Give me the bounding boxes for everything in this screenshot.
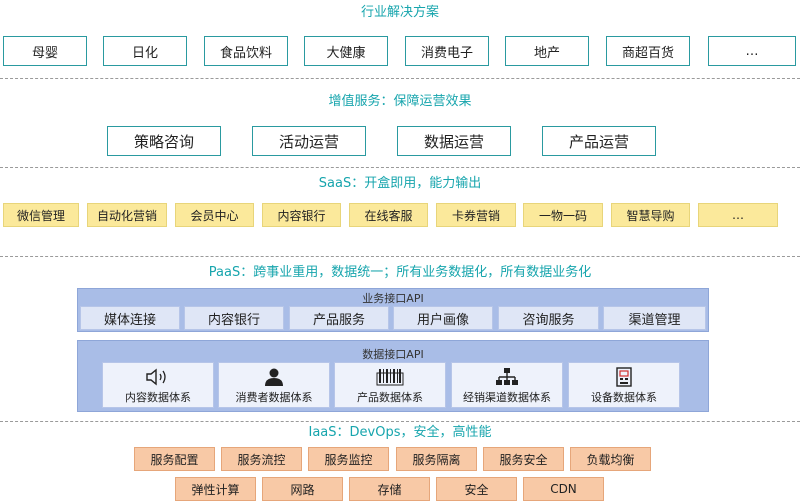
divider [0, 421, 800, 422]
data-system-label: 经销渠道数据体系 [463, 391, 551, 404]
business-api-item: 用户画像 [393, 306, 493, 330]
value-service-item: 活动运营 [252, 126, 366, 156]
data-system-card: 产品数据体系 [334, 362, 446, 408]
industry-item: 母婴 [3, 36, 87, 66]
iaas-item: 网路 [262, 477, 343, 501]
iaas-item: 存储 [349, 477, 430, 501]
data-system-label: 消费者数据体系 [235, 391, 313, 404]
business-api-item: 产品服务 [289, 306, 389, 330]
barcode-icon [335, 367, 445, 387]
industry-item: 地产 [505, 36, 589, 66]
iaas-item: 负载均衡 [570, 447, 651, 471]
iaas-item: CDN [523, 477, 604, 501]
value-services-title: 增值服务：保障运营效果 [328, 94, 472, 109]
industry-item: 食品饮料 [204, 36, 288, 66]
value-service-item: 数据运营 [397, 126, 511, 156]
saas-item: 智慧导购 [611, 203, 690, 227]
industry-title: 行业解决方案 [360, 5, 439, 20]
business-api-item: 渠道管理 [603, 306, 706, 330]
iaas-item: 服务监控 [308, 447, 389, 471]
divider [0, 167, 800, 168]
saas-item: … [698, 203, 778, 227]
divider [0, 78, 800, 79]
saas-item: 内容银行 [262, 203, 341, 227]
iaas-item: 安全 [436, 477, 517, 501]
industry-item: 商超百货 [606, 36, 690, 66]
industry-item: 消费电子 [405, 36, 489, 66]
business-api-item: 媒体连接 [80, 306, 180, 330]
value-service-item: 策略咨询 [107, 126, 221, 156]
data-system-card: 内容数据体系 [102, 362, 214, 408]
iaas-title: IaaS：DevOps，安全，高性能 [308, 425, 492, 440]
business-api-title: 业务接口API [362, 292, 424, 305]
paas-title: PaaS：跨事业重用，数据统一；所有业务数据化，所有数据业务化 [208, 265, 592, 280]
person-icon [219, 367, 329, 387]
value-service-item: 产品运营 [542, 126, 656, 156]
saas-item: 卡券营销 [436, 203, 516, 227]
data-system-label: 设备数据体系 [591, 391, 657, 404]
saas-title: SaaS：开盒即用，能力输出 [318, 176, 482, 191]
data-system-card: 经销渠道数据体系 [451, 362, 563, 408]
iaas-item: 服务流控 [221, 447, 302, 471]
saas-item: 微信管理 [3, 203, 79, 227]
industry-item: 日化 [103, 36, 187, 66]
iaas-item: 服务配置 [134, 447, 215, 471]
saas-item: 自动化营销 [87, 203, 167, 227]
saas-item: 在线客服 [349, 203, 428, 227]
iaas-item: 服务隔离 [396, 447, 477, 471]
industry-item: 大健康 [304, 36, 388, 66]
hierarchy-icon [452, 367, 562, 387]
business-api-item: 内容银行 [184, 306, 284, 330]
data-api-title: 数据接口API [362, 348, 424, 361]
data-system-card: 设备数据体系 [568, 362, 680, 408]
divider [0, 256, 800, 257]
industry-item: … [708, 36, 796, 66]
iaas-item: 弹性计算 [175, 477, 256, 501]
data-system-card: 消费者数据体系 [218, 362, 330, 408]
data-system-label: 内容数据体系 [125, 391, 191, 404]
speaker-icon [103, 367, 213, 387]
saas-item: 会员中心 [175, 203, 254, 227]
saas-item: 一物一码 [523, 203, 603, 227]
iaas-item: 服务安全 [483, 447, 564, 471]
data-system-label: 产品数据体系 [357, 391, 423, 404]
device-icon [569, 367, 679, 387]
business-api-item: 咨询服务 [498, 306, 599, 330]
